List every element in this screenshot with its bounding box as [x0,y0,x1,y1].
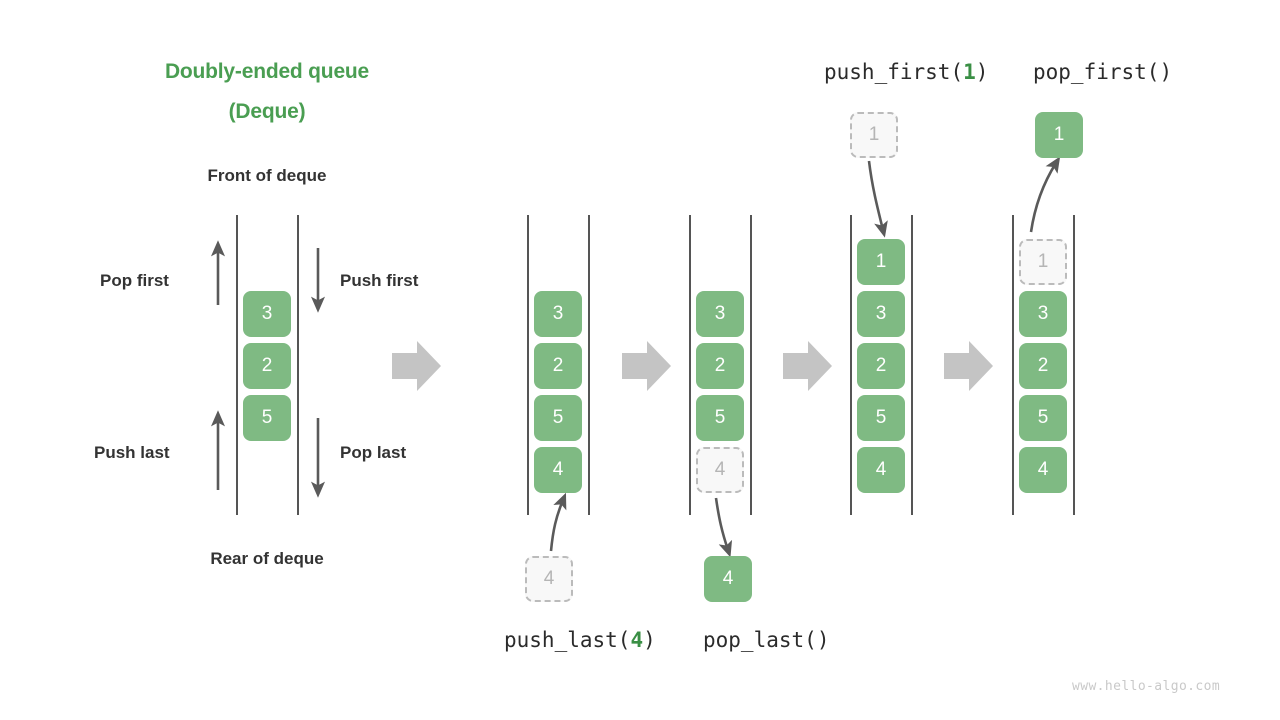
page-title-line1: Doubly-ended queue [164,60,370,83]
deque-rail-left-stage3 [689,215,691,515]
deque-item: 5 [243,395,291,441]
op-push-first-name: push_first [824,60,951,84]
op-pop-first-close: ) [1159,60,1173,84]
pop-first-label: Pop first [100,271,169,290]
deque-item: 3 [1019,291,1067,337]
pop-first-motion-arrow [1029,156,1061,233]
front-of-deque-label: Front of deque [207,166,327,185]
op-push-first-label: push_first(1) [824,60,988,84]
deque-item: 2 [534,343,582,389]
deque-item: 3 [243,291,291,337]
deque-item: 2 [1019,343,1067,389]
deque-rail-right-stage5 [1073,215,1075,515]
pop-last-label: Pop last [340,443,407,462]
op-pop-last-name: pop_last [703,628,805,652]
push-first-label: Push first [340,271,419,290]
pop-last-removed-slot: 4 [696,447,744,493]
deque-item: 2 [696,343,744,389]
op-push-last-name: push_last [504,628,618,652]
op-push-last-label: push_last(4) [504,628,656,652]
stage-block-arrow-4 [944,341,993,391]
op-pop-last-close: ) [816,628,830,652]
op-push-last-close: ) [643,628,656,652]
deque-rail-left-stage2 [527,215,529,515]
deque-item: 4 [1019,447,1067,493]
stage-block-arrow-3 [783,341,832,391]
op-pop-first-name: pop_first [1033,60,1147,84]
push-last-incoming-element: 4 [525,556,573,602]
deque-item: 2 [243,343,291,389]
deque-rail-left-stage5 [1012,215,1014,515]
pop-first-removed-slot: 1 [1019,239,1067,285]
op-push-first-arg: 1 [963,60,976,84]
deque-item: 5 [696,395,744,441]
op-push-first-open: ( [950,60,964,84]
deque-rail-right-stage4 [911,215,913,515]
stage-block-arrow-2 [622,341,671,391]
deque-rail-right-overview [297,215,299,515]
deque-item: 4 [534,447,582,493]
op-push-last-arg: 4 [630,628,644,652]
push-last-label: Push last [94,443,170,462]
push-first-motion-arrow [867,160,888,238]
op-pop-last-open: ( [804,628,817,652]
stage-block-arrow-1 [392,341,441,391]
page-title-line2: (Deque) [228,100,306,123]
deque-rail-left-stage4 [850,215,852,515]
pop-last-returned-element: 4 [704,556,752,602]
deque-item: 5 [857,395,905,441]
pop-first-returned-element: 1 [1035,112,1083,158]
deque-rail-right-stage3 [750,215,752,515]
op-pop-first-label: pop_first() [1033,60,1172,84]
deque-item: 4 [857,447,905,493]
op-pop-last-label: pop_last() [703,628,829,652]
rear-of-deque-label: Rear of deque [210,549,324,568]
op-push-first-close: ) [975,60,989,84]
push-first-incoming-element: 1 [850,112,898,158]
deque-item: 3 [857,291,905,337]
deque-item: 1 [857,239,905,285]
deque-item: 3 [534,291,582,337]
pop-last-motion-arrow [714,497,733,558]
deque-rail-left-overview [236,215,238,515]
deque-item: 2 [857,343,905,389]
watermark: www.hello-algo.com [1072,679,1221,694]
deque-item: 5 [534,395,582,441]
deque-rail-right-stage2 [588,215,590,515]
deque-item: 3 [696,291,744,337]
op-pop-first-open: ( [1146,60,1160,84]
push-last-motion-arrow [549,492,567,552]
deque-item: 5 [1019,395,1067,441]
op-push-last-open: ( [617,628,631,652]
